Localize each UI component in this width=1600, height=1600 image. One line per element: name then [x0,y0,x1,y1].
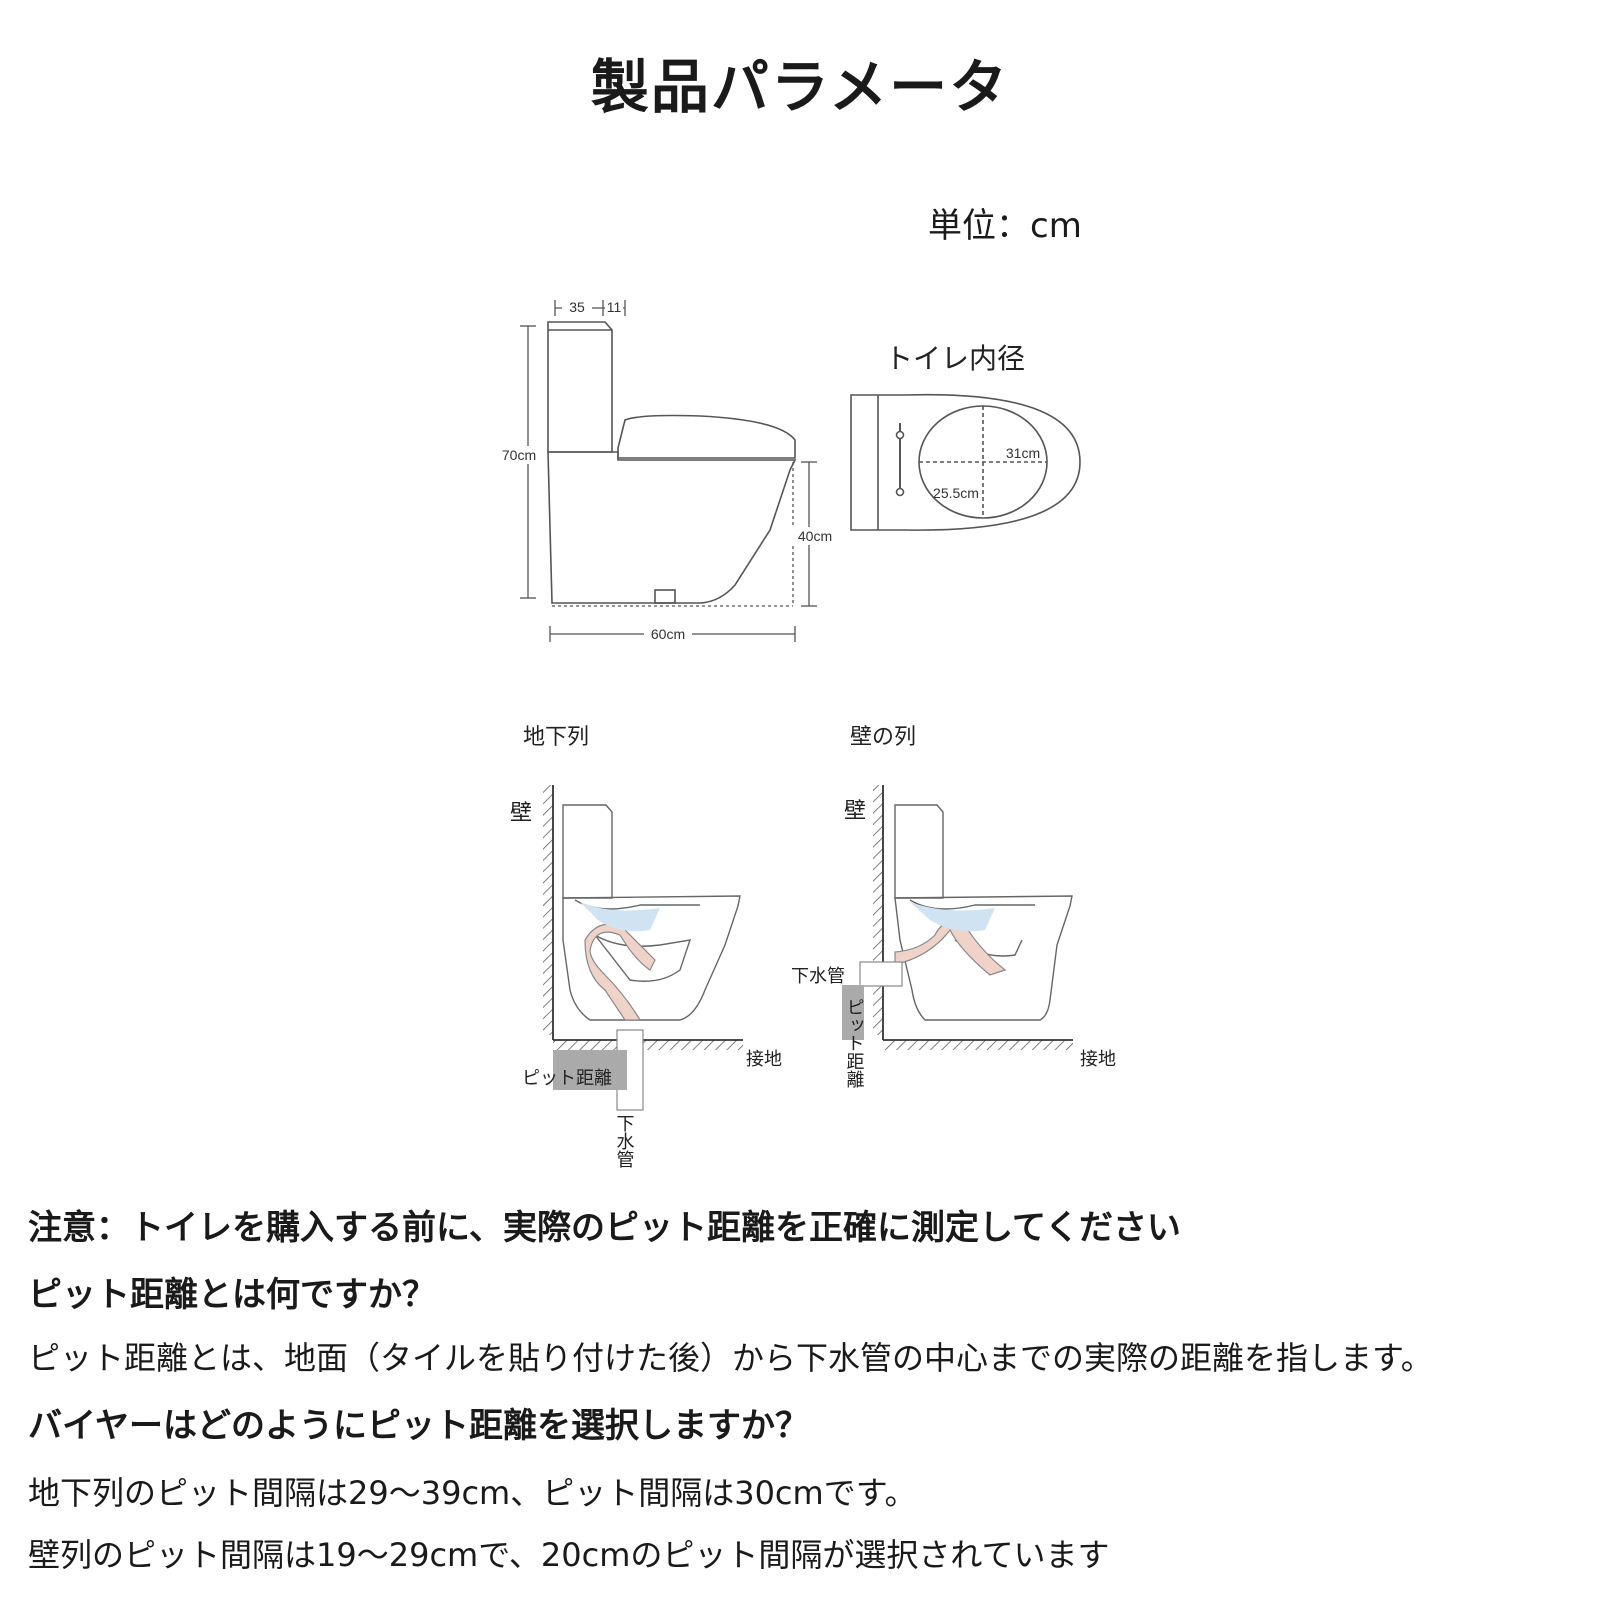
wall-ground-label: 接地 [1080,1049,1116,1070]
dim-height: 70cm [502,447,536,463]
floor-installation-diagram: 地下列 壁 ピット距離 接地 下水管 [510,725,782,1168]
dim-length: 60cm [651,626,685,642]
bowl-title: トイレ内径 [885,342,1025,375]
side-view-toilet [547,321,797,604]
floor-pit-distance-label: ピット距離 [522,1068,612,1089]
floor-drain-label: 下水管 [614,1114,635,1168]
unit-label: 単位：cm [928,206,1082,246]
answer-pit-distance: ピット距離とは、地面（タイルを貼り付けた後）から下水管の中心までの実際の距離を指… [28,1339,1433,1377]
top-view-bowl [850,393,1081,531]
answer-wall-pit: 壁列のピット間隔は19〜29cmで、20cmのピット間隔が選択されています [28,1536,1110,1574]
floor-wall-label: 壁 [510,801,532,826]
dim-seat-height: 40cm [798,528,832,544]
wall-wall-label: 壁 [844,799,866,824]
caution-heading: 注意：トイレを購入する前に、実際のピット距離を正確に測定してください [28,1208,1181,1248]
wall-installation-diagram: 壁の列 壁 下水管 ピット距離 接地 [791,725,1116,1088]
question-pit-distance: ピット距離とは何ですか？ [28,1275,436,1315]
wall-install-title: 壁の列 [850,725,916,750]
dim-top-left: 35 [569,299,585,315]
question-how-to-select: バイヤーはどのようにピット距離を選択しますか？ [28,1406,809,1446]
wall-pit-distance-label: ピット距離 [844,998,865,1088]
product-diagram: 35 11 70cm 40cm 60cm トイレ内径 31cm 25.5cm 地… [500,298,1116,1168]
wall-drain-label: 下水管 [791,966,845,987]
floor-ground-label: 接地 [746,1049,782,1070]
bowl-length: 25.5cm [933,485,979,501]
floor-install-title: 地下列 [523,725,589,750]
dim-top-right: 11 [607,299,622,315]
bowl-width: 31cm [1006,445,1040,461]
answer-floor-pit: 地下列のピット間隔は29〜39cm、ピット間隔は30cmです。 [28,1474,917,1512]
page-title: 製品パラメータ [590,53,1010,121]
